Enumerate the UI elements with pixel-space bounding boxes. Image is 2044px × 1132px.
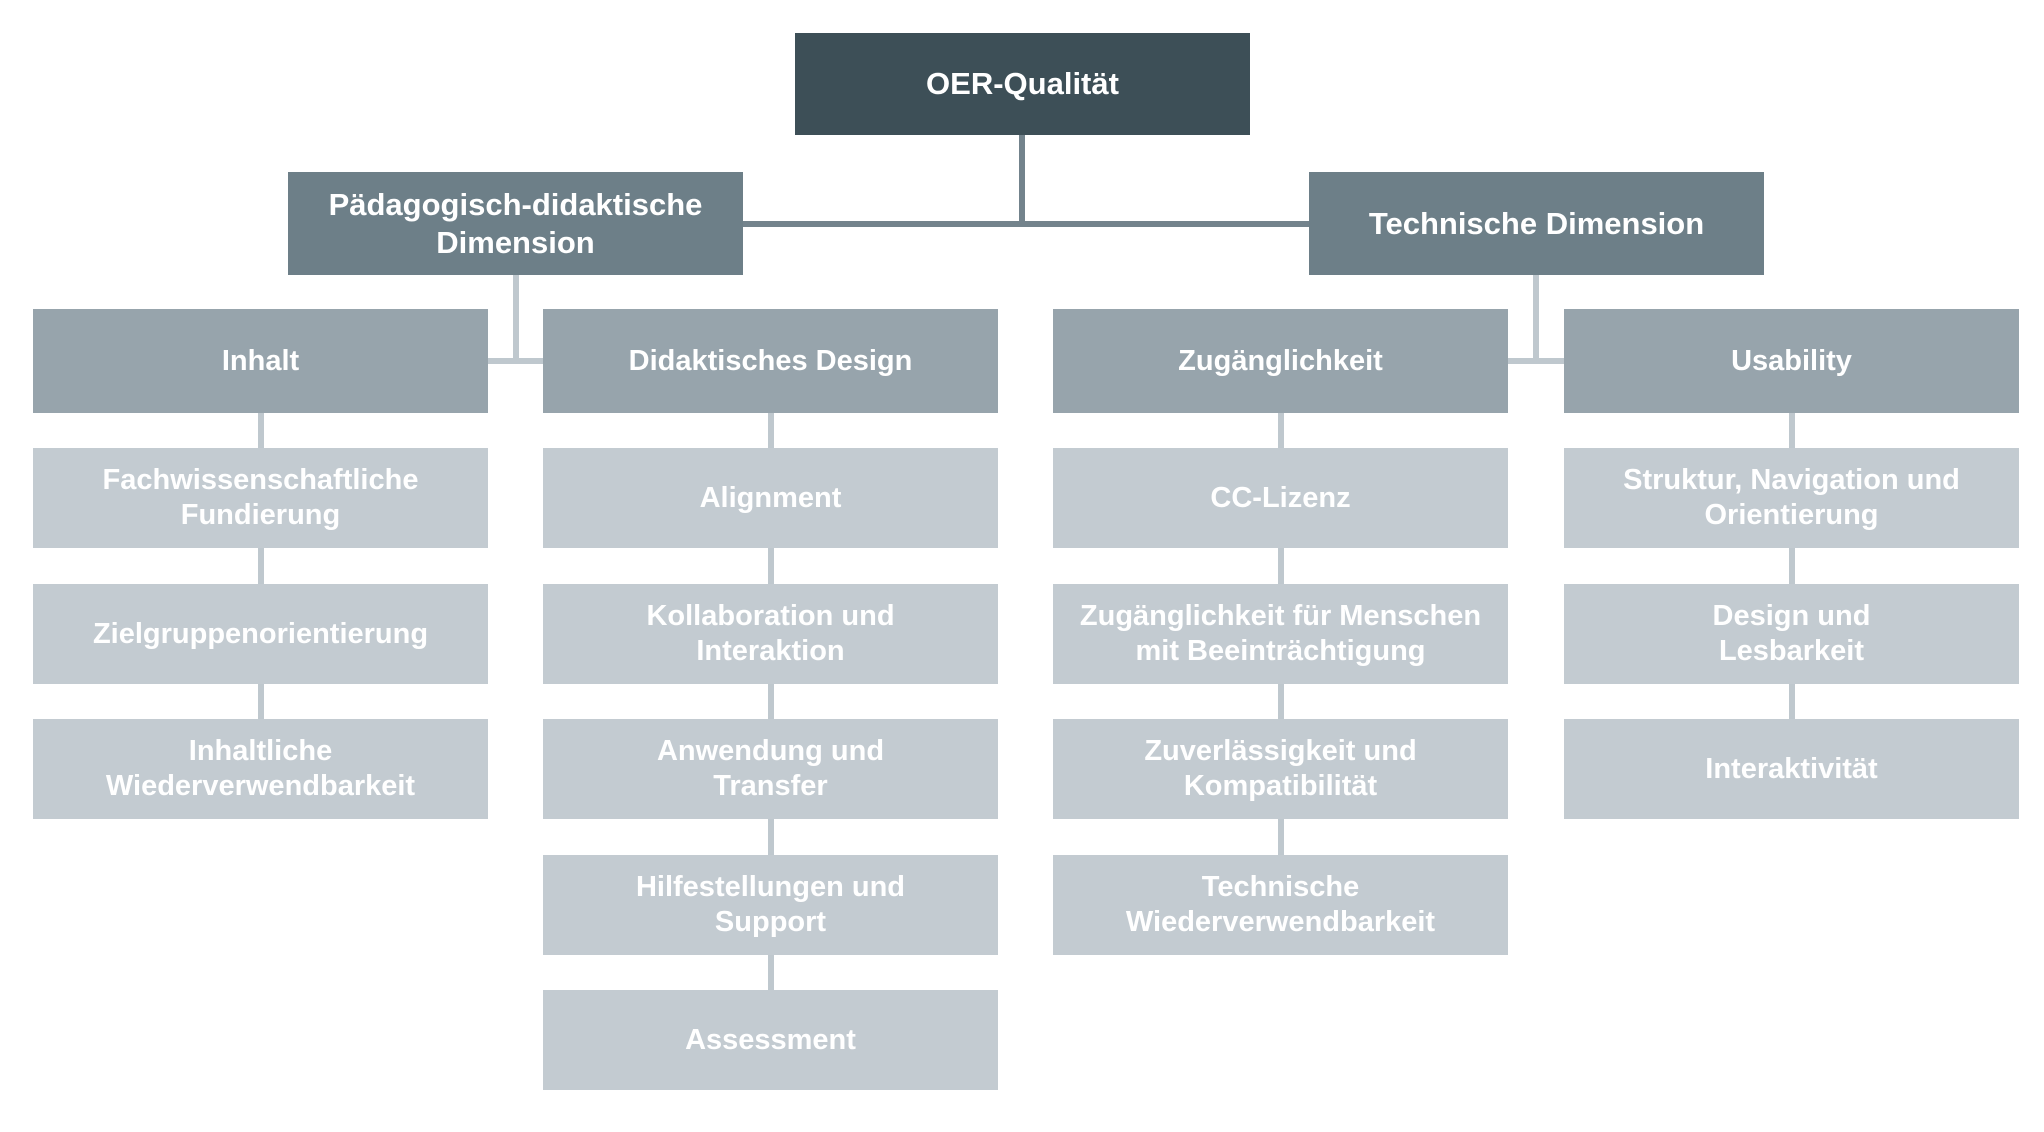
item-box-zielgruppenorientierung: Zielgruppenorientierung xyxy=(33,584,488,684)
connector-design-und-lesbarkeit-vertical xyxy=(1789,548,1795,584)
item-box-alignment: Alignment xyxy=(543,448,998,548)
item-box-zugaenglichkeit-fuer-menschen-mit-beeintraechtigung: Zugänglichkeit für Menschen mit Beeinträ… xyxy=(1053,584,1508,684)
connector-inhaltliche-wiederverwendbarkeit-vertical xyxy=(258,684,264,720)
connector-technische-dimension-vertical xyxy=(1533,275,1539,364)
connector-paedagogisch-didaktische-dimension-horizontal xyxy=(488,358,543,364)
connector-root-vertical xyxy=(1019,135,1025,227)
item-box-interaktivitaet: Interaktivität xyxy=(1564,719,2019,819)
root-box: OER-Qualität xyxy=(795,33,1250,135)
item-box-anwendung-und-transfer: Anwendung und Transfer xyxy=(543,719,998,819)
connector-cc-lizenz-vertical xyxy=(1278,413,1284,448)
connector-assessment-vertical xyxy=(768,955,774,991)
category-box-zugaenglichkeit: Zugänglichkeit xyxy=(1053,309,1508,413)
connector-kollaboration-und-interaktion-vertical xyxy=(768,548,774,584)
connector-paedagogisch-didaktische-dimension-vertical xyxy=(513,275,519,364)
connector-dimensions-horizontal xyxy=(743,221,1309,227)
connector-zielgruppenorientierung-vertical xyxy=(258,548,264,584)
item-box-inhaltliche-wiederverwendbarkeit: Inhaltliche Wiederverwendbarkeit xyxy=(33,719,488,819)
connector-zuverlaessigkeit-und-kompatibilitaet-vertical xyxy=(1278,684,1284,720)
connector-interaktivitaet-vertical xyxy=(1789,684,1795,720)
category-box-didaktisches-design: Didaktisches Design xyxy=(543,309,998,413)
item-box-kollaboration-und-interaktion: Kollaboration und Interaktion xyxy=(543,584,998,684)
item-box-zuverlaessigkeit-und-kompatibilitaet: Zuverlässigkeit und Kompatibilität xyxy=(1053,719,1508,819)
category-box-inhalt: Inhalt xyxy=(33,309,488,413)
dimension-box-technische-dimension: Technische Dimension xyxy=(1309,172,1764,275)
item-box-fachwissenschaftliche-fundierung: Fachwissenschaftliche Fundierung xyxy=(33,448,488,548)
connector-zugaenglichkeit-fuer-menschen-mit-beeintraechtigung-vertical xyxy=(1278,548,1284,584)
connector-alignment-vertical xyxy=(768,413,774,448)
item-box-design-und-lesbarkeit: Design und Lesbarkeit xyxy=(1564,584,2019,684)
connector-technische-wiederverwendbarkeit-vertical xyxy=(1278,819,1284,855)
category-box-usability: Usability xyxy=(1564,309,2019,413)
connector-struktur-navigation-und-orientierung-vertical xyxy=(1789,413,1795,448)
connector-technische-dimension-horizontal xyxy=(1508,358,1564,364)
item-box-hilfestellungen-und-support: Hilfestellungen und Support xyxy=(543,855,998,955)
connector-anwendung-und-transfer-vertical xyxy=(768,684,774,720)
item-box-struktur-navigation-und-orientierung: Struktur, Navigation und Orientierung xyxy=(1564,448,2019,548)
connector-fachwissenschaftliche-fundierung-vertical xyxy=(258,413,264,448)
item-box-assessment: Assessment xyxy=(543,990,998,1090)
item-box-technische-wiederverwendbarkeit: Technische Wiederverwendbarkeit xyxy=(1053,855,1508,955)
item-box-cc-lizenz: CC-Lizenz xyxy=(1053,448,1508,548)
dimension-box-paedagogisch-didaktische-dimension: Pädagogisch-didaktische Dimension xyxy=(288,172,743,275)
connector-hilfestellungen-und-support-vertical xyxy=(768,819,774,855)
